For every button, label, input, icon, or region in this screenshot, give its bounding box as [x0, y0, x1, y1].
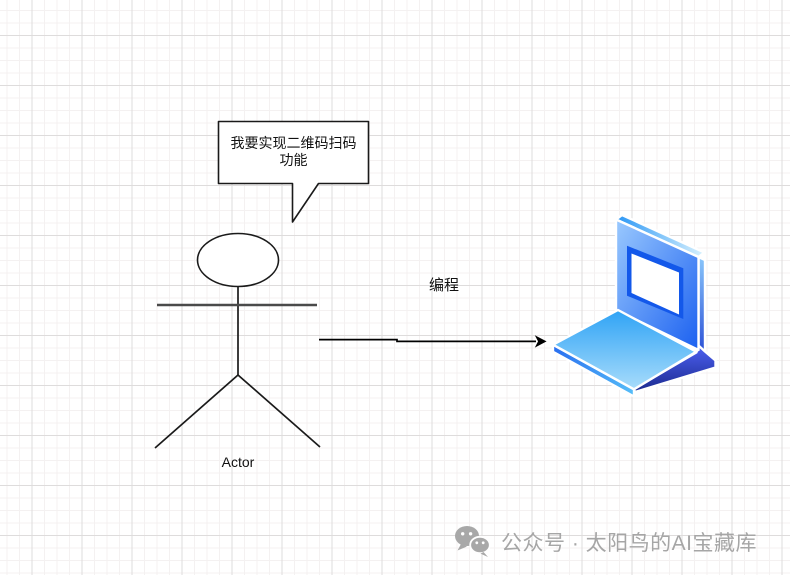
wechat-icon [455, 526, 491, 557]
edge-label: 编程 [428, 277, 459, 294]
actor-left-leg [154, 374, 239, 449]
actor-head [196, 232, 280, 288]
watermark: 公众号 · 太阳鸟的AI宝藏库 [454, 524, 757, 560]
watermark-text: 公众号 · 太阳鸟的AI宝藏库 [501, 532, 758, 555]
actor-right-leg [237, 374, 321, 448]
laptop-icon[interactable] [551, 213, 717, 398]
speech-bubble-line1: 我要实现二维码扫码 [230, 135, 357, 151]
laptop-base-top [551, 308, 698, 391]
laptop-screen-white [631, 253, 679, 315]
speech-bubble-line2: 功能 [279, 152, 308, 168]
speech-bubble-text: 我要实现二维码扫码 功能 [219, 124, 368, 180]
edge-arrow[interactable] [319, 335, 547, 348]
actor-label: Actor [221, 454, 255, 470]
actor-shape[interactable] [154, 232, 321, 449]
speech-bubble-shape[interactable] [217, 120, 370, 223]
edge-arrowhead-icon [534, 335, 547, 348]
edge-line [319, 338, 536, 343]
